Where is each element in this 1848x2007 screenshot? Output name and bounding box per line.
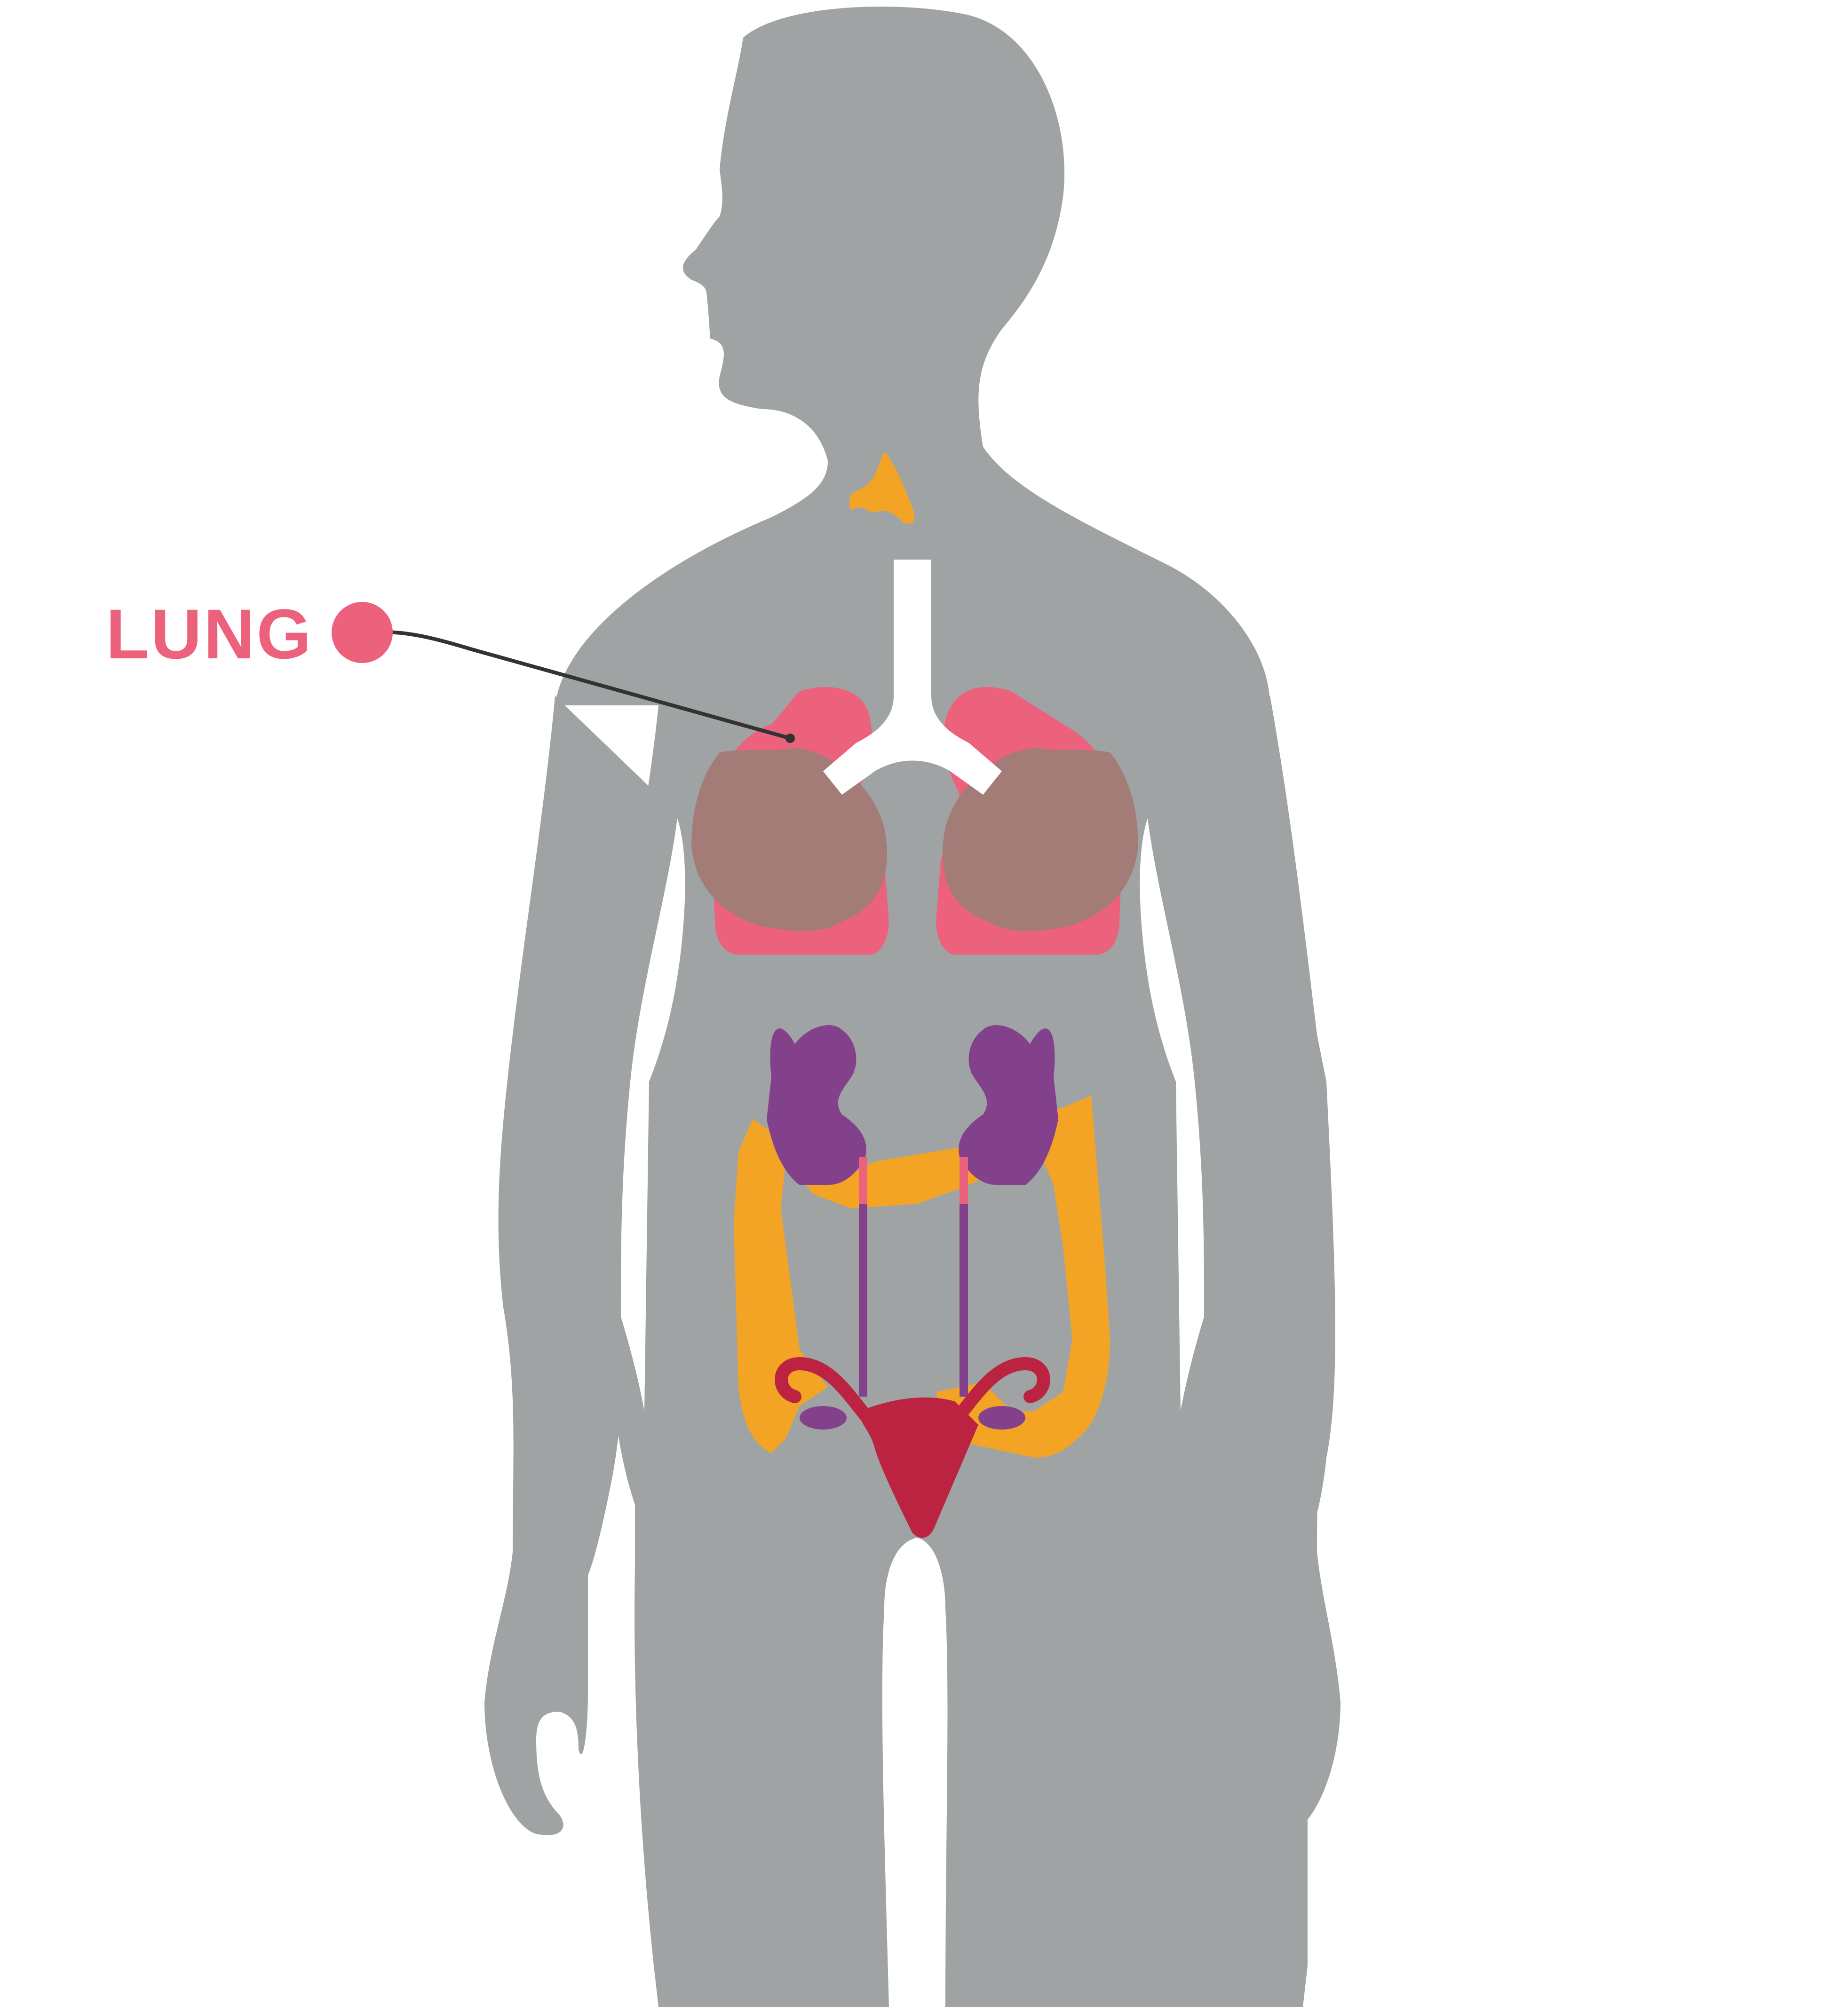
- ureter-right-top: [960, 1157, 968, 1204]
- left-lung-overlay: [691, 748, 887, 931]
- kidney-icon: [767, 1025, 866, 1185]
- fallopian-tube-right: [953, 1357, 1050, 1422]
- ureters: [859, 1157, 968, 1397]
- thyroid-icon: [849, 451, 914, 524]
- kidney-icon: [959, 1025, 1058, 1185]
- left-arm-shape: [484, 696, 677, 1835]
- uterus-body: [859, 1397, 978, 1538]
- ureter-left-top: [859, 1157, 867, 1204]
- left-armpit-gap: [621, 818, 685, 1411]
- colon-icon: [734, 1096, 1110, 1458]
- head-shape: [555, 7, 1270, 705]
- ovary-icon: [800, 1406, 847, 1430]
- right-lung-overlay: [943, 748, 1138, 931]
- body-silhouette: [484, 7, 1340, 2007]
- ureter-right: [960, 1204, 968, 1397]
- ovary-icon: [978, 1406, 1025, 1430]
- right-arm-shape: [1148, 696, 1340, 1835]
- uterus-icon: [775, 1357, 1050, 1538]
- callout-label: LUNG: [106, 594, 313, 673]
- right-armpit-gap: [1140, 818, 1204, 1411]
- torso-shape: [555, 696, 1335, 2007]
- fallopian-tube-left: [775, 1357, 872, 1422]
- ureter-left: [859, 1204, 867, 1397]
- trachea-icon: [823, 560, 1002, 795]
- lung-callout: LUNG: [106, 594, 795, 743]
- callout-marker-dot: [332, 602, 393, 663]
- callout-endpoint-dot: [785, 734, 795, 743]
- leg-gap: [882, 1538, 948, 2007]
